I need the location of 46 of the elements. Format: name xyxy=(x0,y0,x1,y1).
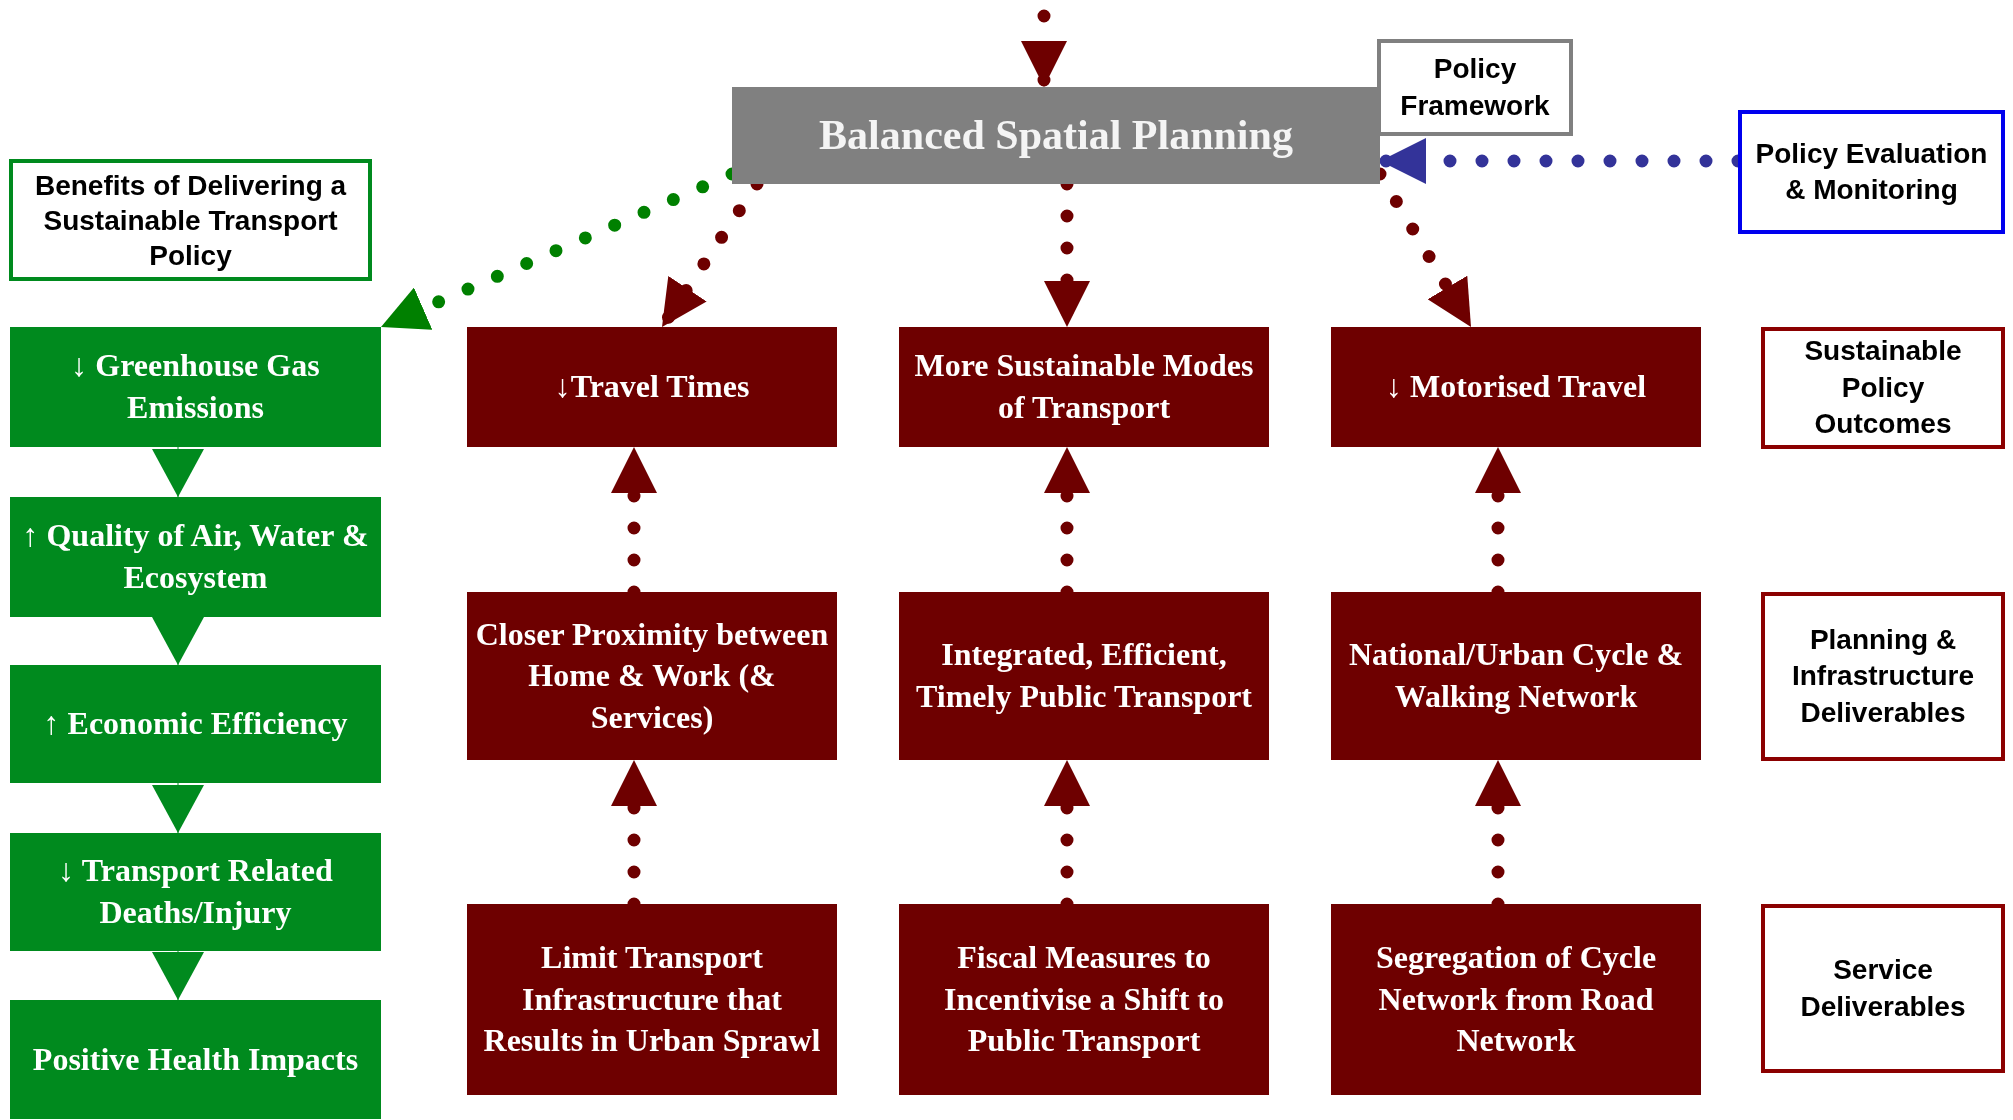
box-text: Segregation of Cycle Network from Road Network xyxy=(1374,938,1658,1061)
box-text: ↑ Economic Efficiency xyxy=(43,704,348,744)
legend-box xyxy=(9,159,372,281)
box-text: Limit Transport Infrastructure that Results in Urban Sprawl xyxy=(482,938,822,1061)
box-text: Balanced Spatial Planning xyxy=(819,111,1293,160)
box-text: Fiscal Measures to Incentivise a Shift to Public Transport xyxy=(943,938,1225,1061)
arrow xyxy=(154,782,202,834)
process-box xyxy=(1331,592,1701,760)
process-box xyxy=(899,904,1269,1095)
box-text: Integrated, Efficient, Timely Public Transport xyxy=(915,635,1253,716)
process-box xyxy=(467,327,837,447)
benefit-box xyxy=(10,497,381,617)
legend-box xyxy=(1761,592,2005,761)
box-text: National/Urban Cycle & Walking Network xyxy=(1347,635,1685,716)
box-text: Closer Proximity between Home & Work (& Services) xyxy=(475,614,829,737)
arrow xyxy=(154,950,202,1001)
legend-box xyxy=(1761,904,2005,1073)
process-box xyxy=(467,904,837,1095)
box-text: ↓ Motorised Travel xyxy=(1385,367,1647,407)
box-text: More Sustainable Modes of Transport xyxy=(913,346,1255,427)
box-text: Policy Evaluation & Monitoring xyxy=(1754,136,1989,207)
benefit-box xyxy=(10,1000,381,1119)
box-text: ↓ Greenhouse Gas Emissions xyxy=(70,346,321,427)
box-text: Policy Framework xyxy=(1399,52,1551,123)
title-box xyxy=(732,87,1380,184)
benefit-box xyxy=(10,327,381,447)
arrow xyxy=(154,446,202,498)
process-box xyxy=(899,592,1269,760)
box-text: Sustainable Policy Outcomes xyxy=(1803,334,1963,442)
benefit-box xyxy=(10,833,381,951)
legend-box xyxy=(1377,39,1573,136)
process-box xyxy=(467,592,837,760)
benefit-box xyxy=(10,665,381,783)
process-box xyxy=(1331,904,1701,1095)
box-text: ↓ Transport Related Deaths/Injury xyxy=(57,851,334,932)
box-text: Benefits of Delivering a Sustainable Transport Policy xyxy=(33,168,348,273)
process-box xyxy=(899,327,1269,447)
legend-box xyxy=(1738,110,2005,234)
box-text: ↑ Quality of Air, Water & Ecosystem xyxy=(21,516,370,597)
box-text: Service Deliverables xyxy=(1799,953,1967,1024)
arrow xyxy=(154,616,202,666)
box-text: Planning & Infrastructure Deliverables xyxy=(1790,622,1975,730)
legend-box xyxy=(1761,327,2005,449)
process-box xyxy=(1331,327,1701,447)
box-text: Positive Health Impacts xyxy=(32,1039,359,1079)
box-text: ↓Travel Times xyxy=(554,367,750,407)
